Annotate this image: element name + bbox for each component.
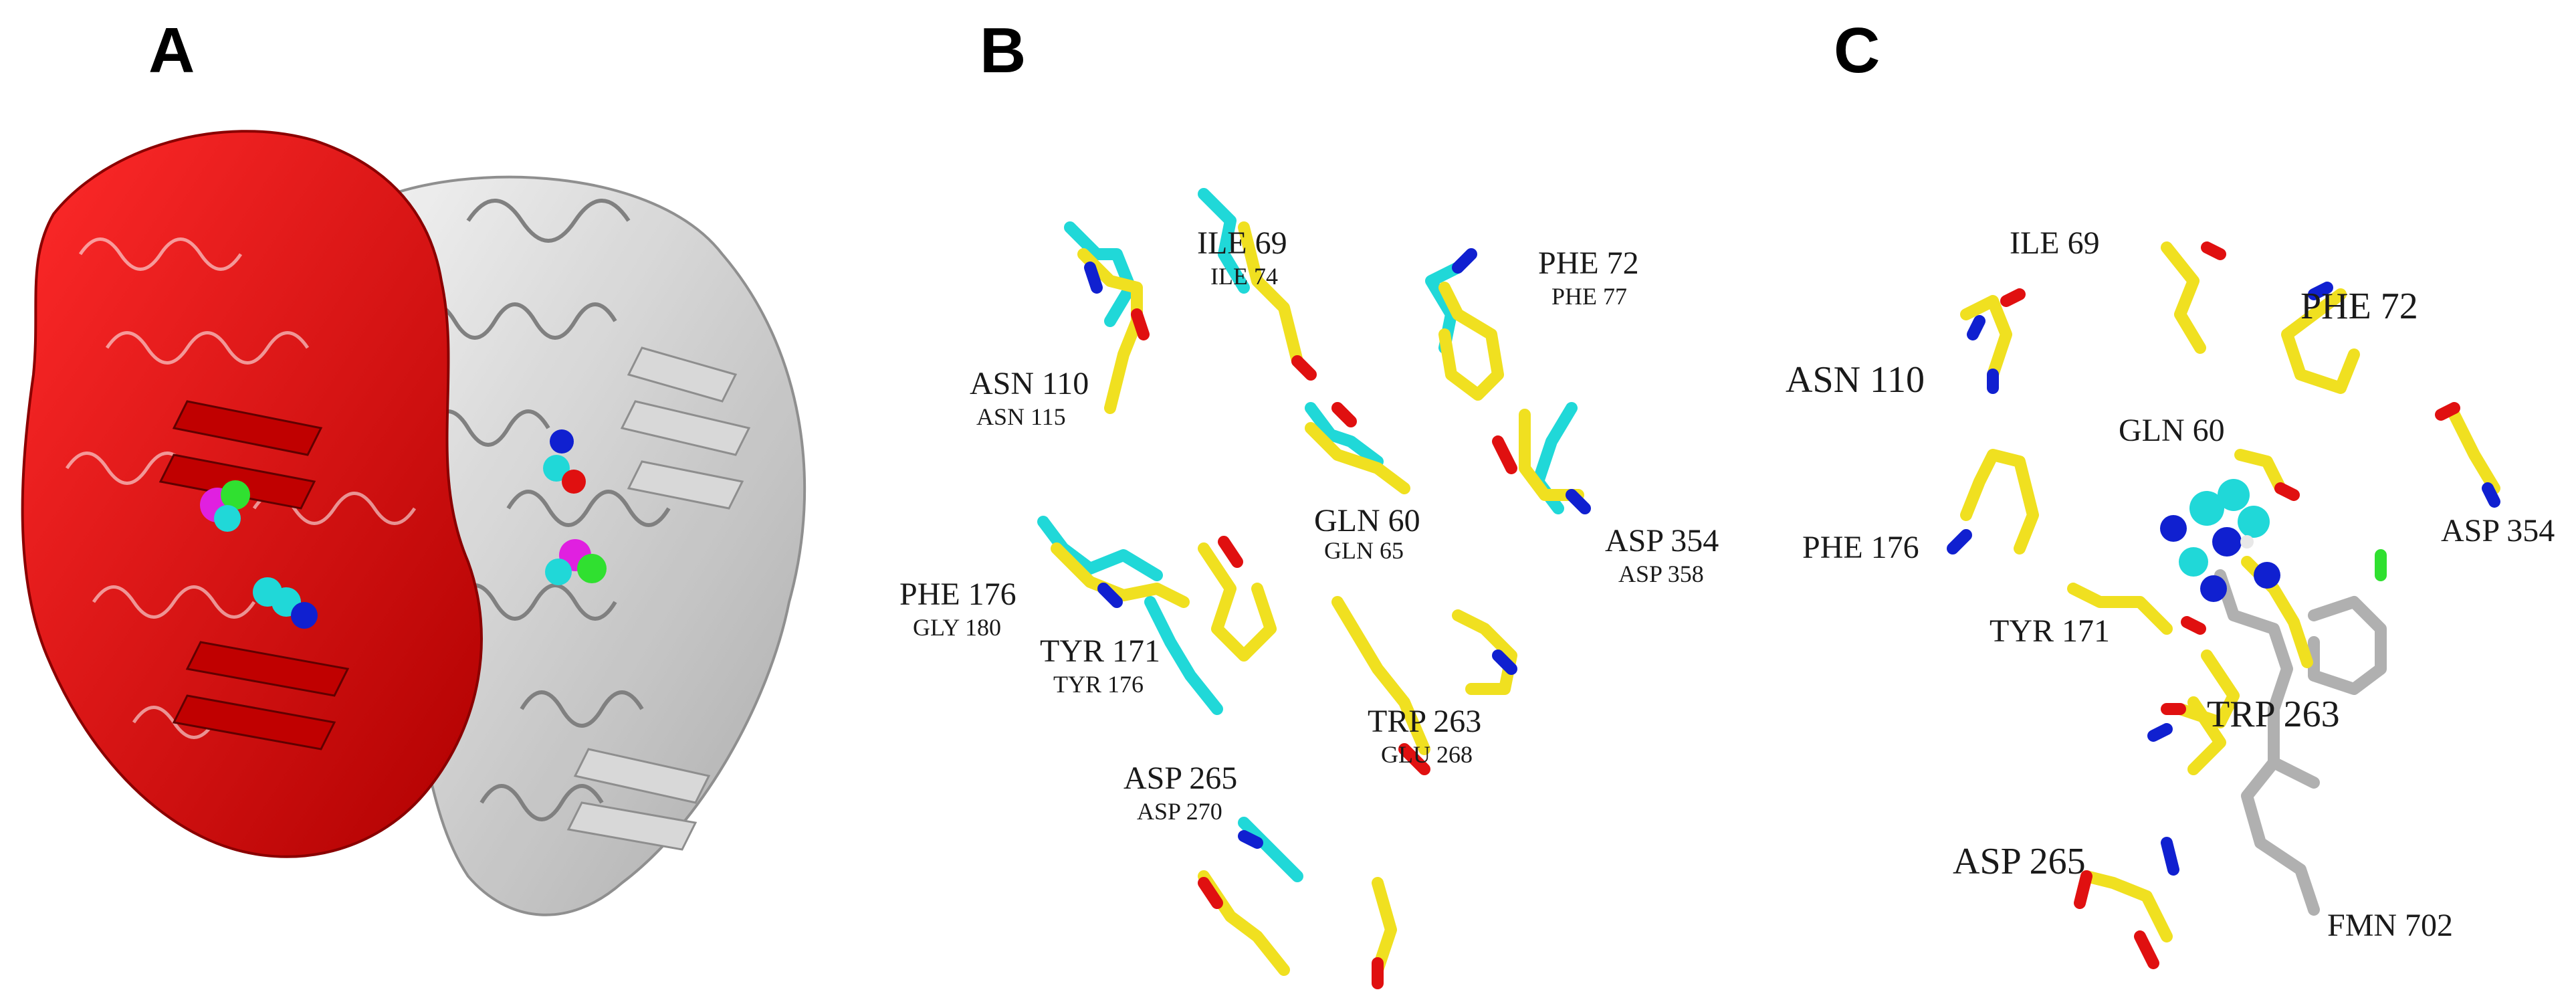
label-asp-358: ASP 358: [1618, 561, 1704, 587]
label-phe-72: PHE 72: [1538, 245, 1639, 281]
label-c-phe-176: PHE 176: [1802, 530, 1919, 565]
panel-a-letter: A: [148, 15, 195, 86]
label-c-gln-60: GLN 60: [2119, 413, 2225, 448]
label-c-tyr-171: TYR 171: [1990, 613, 2110, 649]
label-trp-263: TRP 263: [1368, 704, 1482, 739]
panel-c-letter: C: [1834, 15, 1881, 86]
panel-b: B: [869, 0, 1739, 1004]
label-gln-65: GLN 65: [1324, 537, 1404, 564]
label-asp-270: ASP 270: [1137, 798, 1222, 825]
label-asn-115: ASN 115: [976, 403, 1066, 430]
label-c-phe-72: PHE 72: [2300, 286, 2418, 327]
label-tyr-171: TYR 171: [1040, 633, 1160, 669]
label-phe-77: PHE 77: [1551, 283, 1628, 310]
label-gly-180: GLY 180: [913, 614, 1002, 641]
label-c-asn-110: ASN 110: [1786, 359, 1925, 401]
panel-a: A: [0, 0, 869, 1004]
residue-sticks-overlay: [1037, 188, 1591, 989]
red-chain: [21, 130, 483, 858]
label-ile-69: ILE 69: [1197, 225, 1287, 261]
protein-cartoon-image: [21, 130, 807, 916]
label-asp-265: ASP 265: [1123, 761, 1238, 796]
ball-stick-ligand: [2160, 479, 2280, 602]
label-ile-74: ILE 74: [1210, 263, 1278, 290]
label-c-asp-354: ASP 354: [2441, 513, 2555, 548]
label-c-asp-265: ASP 265: [1953, 841, 2086, 882]
label-c-ile-69: ILE 69: [2010, 225, 2100, 261]
label-phe-176: PHE 176: [899, 577, 1016, 612]
label-c-trp-263: TRP 263: [2207, 694, 2340, 735]
panel-b-letter: B: [980, 15, 1027, 86]
label-glu-268: GLU 268: [1381, 741, 1473, 768]
label-asp-354: ASP 354: [1605, 523, 1719, 559]
label-c-fmn-702: FMN 702: [2327, 908, 2454, 943]
label-asn-110: ASN 110: [970, 366, 1089, 401]
label-tyr-176: TYR 176: [1053, 671, 1144, 698]
binding-site-image: [1947, 241, 2500, 969]
label-gln-60: GLN 60: [1314, 503, 1420, 538]
panel-c: C: [1739, 0, 2576, 1004]
ligand-spheres: [200, 429, 607, 629]
